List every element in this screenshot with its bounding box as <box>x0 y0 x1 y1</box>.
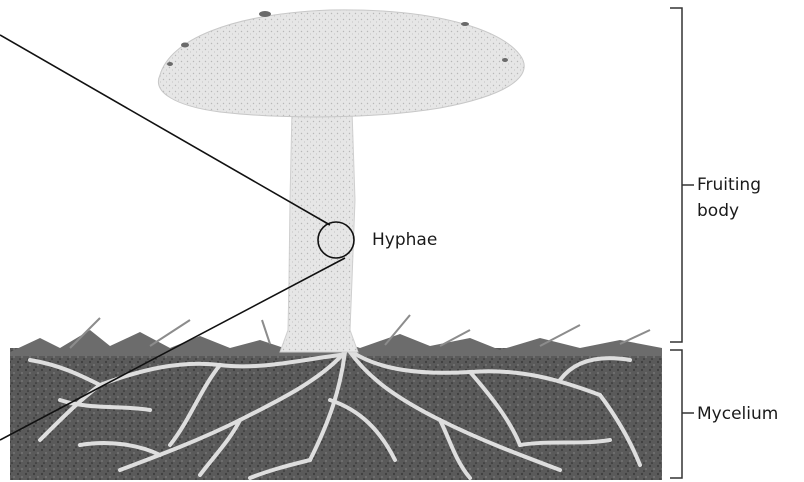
fruiting-body-bracket <box>670 8 694 342</box>
mycelium-label: Mycelium <box>697 404 778 424</box>
fruiting-body-label-line2: body <box>697 201 739 221</box>
mushroom-cap <box>158 10 524 117</box>
mushroom-stalk <box>280 110 358 352</box>
hyphae-label: Hyphae <box>372 230 437 250</box>
fruiting-body-label-line1: Fruiting <box>697 175 761 195</box>
mycelium-bracket <box>670 350 694 478</box>
